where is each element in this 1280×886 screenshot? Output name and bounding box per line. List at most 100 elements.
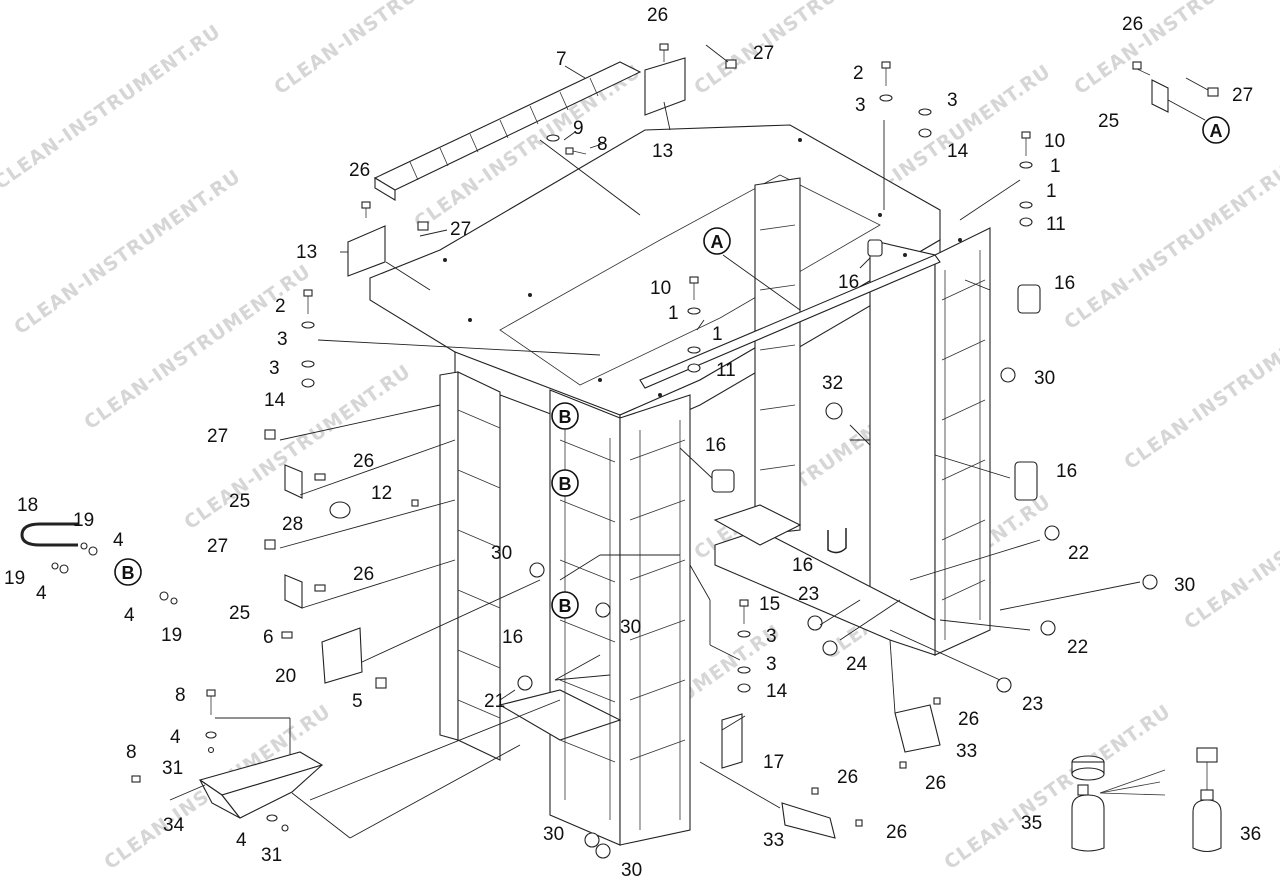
main-frame: [369, 124, 991, 846]
callout-layer: 26 27 7 9 8 13 2 3 3 14 10 1 1 11 26 27 …: [4, 5, 1261, 881]
part-callout: 26: [958, 709, 979, 730]
reference-markers: A A B B B B: [114, 116, 1230, 619]
part-callout: 26: [349, 160, 370, 181]
watermark-text: CLEAN-INSTRUMENT.RU: [1180, 460, 1280, 634]
part-callout: 30: [543, 824, 564, 845]
marker-a: A: [711, 232, 724, 252]
part-callout: 14: [947, 141, 969, 162]
part-callout: 3: [269, 358, 280, 379]
part-callout: 1: [1050, 156, 1061, 177]
part-callout: 27: [753, 43, 774, 64]
part-callout: 19: [4, 568, 25, 589]
part-callout: 11: [716, 360, 736, 381]
part-callout: 4: [113, 530, 124, 551]
part-callout: 14: [264, 390, 286, 411]
part-callout: 6: [263, 627, 274, 648]
part-callout: 22: [1067, 637, 1088, 658]
part-callout: 12: [371, 483, 392, 504]
watermark-text: CLEAN-INSTRUMENT.RU: [1120, 300, 1280, 474]
marker-a: A: [1210, 121, 1223, 141]
part-callout: 3: [277, 329, 288, 350]
part-callout: 8: [175, 685, 186, 706]
part-callout: 17: [763, 752, 784, 773]
part-callout: 30: [1034, 368, 1055, 389]
part-callout: 27: [207, 536, 228, 557]
marker-b: B: [559, 596, 572, 616]
part-callout: 27: [450, 219, 471, 240]
watermark-text: CLEAN-INSTRUMENT.RU: [270, 0, 505, 99]
part-callout: 31: [261, 845, 282, 866]
part-callout: 19: [161, 625, 182, 646]
part-callout: 25: [229, 491, 250, 512]
watermark-text: CLEAN-INSTRUMENT.RU: [10, 165, 245, 339]
marker-b-circle: [551, 402, 579, 430]
part-callout: 26: [353, 564, 374, 585]
part-callout: 30: [1174, 575, 1195, 596]
fasteners: [20, 43, 1222, 859]
part-callout: 26: [1122, 14, 1143, 35]
part-callout: 26: [925, 773, 946, 794]
part-callout: 16: [705, 435, 726, 456]
part-callout: 31: [162, 758, 183, 779]
part-callout: 3: [947, 90, 958, 111]
part-callout: 13: [296, 242, 317, 263]
part-callout: 10: [650, 278, 671, 299]
part-callout: 9: [573, 118, 584, 139]
part-callout: 26: [647, 5, 668, 26]
marker-a-circle: [703, 227, 731, 255]
part-callout: 16: [838, 272, 859, 293]
part-callout: 26: [837, 767, 858, 788]
part-callout: 7: [556, 49, 567, 70]
part-callout: 25: [229, 603, 250, 624]
part-callout: 1: [1046, 181, 1057, 202]
part-callout: 3: [855, 95, 866, 116]
part-callout: 23: [798, 584, 819, 605]
watermark-text: CLEAN-INSTRUMENT.RU: [1060, 160, 1280, 334]
part-callout: 11: [1046, 214, 1066, 235]
marker-b: B: [559, 474, 572, 494]
part-callout: 4: [170, 727, 181, 748]
part-callout: 16: [1054, 273, 1075, 294]
marker-a-circle: [1202, 116, 1230, 144]
part-callout: 20: [275, 666, 296, 687]
part-callout: 14: [766, 681, 788, 702]
part-callout: 24: [846, 654, 868, 675]
part-callout: 3: [766, 654, 777, 675]
part-callout: 18: [17, 495, 38, 516]
part-callout: 4: [236, 830, 247, 851]
part-callout: 36: [1240, 824, 1261, 845]
part-callout: 19: [73, 510, 94, 531]
leader-lines: [169, 44, 1209, 839]
part-callout: 26: [886, 822, 907, 843]
part-callout: 35: [1021, 813, 1042, 834]
part-callout: 28: [282, 514, 303, 535]
part-callout: 16: [792, 555, 813, 576]
part-callout: 4: [124, 605, 135, 626]
part-callout: 33: [956, 741, 977, 762]
part-callout: 8: [597, 134, 608, 155]
comb-bar-part: [373, 61, 642, 201]
watermark-text: CLEAN-INSTRUMENT.RU: [690, 0, 925, 99]
part-callout: 2: [853, 63, 864, 84]
marker-b: B: [122, 563, 135, 583]
part-callout: 16: [502, 627, 523, 648]
part-callout: 3: [766, 626, 777, 647]
marker-b: B: [559, 407, 572, 427]
part-callout: 32: [822, 373, 843, 394]
marker-b-circle: [551, 591, 579, 619]
part-callout: 27: [207, 426, 228, 447]
watermark-text: CLEAN-INSTRUMENT.RU: [180, 360, 415, 534]
marker-b-circle: [551, 469, 579, 497]
part-callout: 30: [621, 860, 642, 881]
part-callout: 22: [1068, 543, 1089, 564]
part-callout: 30: [491, 543, 512, 564]
part-callout: 1: [668, 303, 679, 324]
cover-plate-part: [347, 57, 686, 277]
part-callout: 16: [1056, 461, 1077, 482]
part-callout: 23: [1022, 694, 1043, 715]
part-callout: 25: [1098, 111, 1119, 132]
part-callout: 27: [1232, 85, 1253, 106]
part-callout: 4: [36, 583, 47, 604]
part-callout: 33: [763, 830, 784, 851]
